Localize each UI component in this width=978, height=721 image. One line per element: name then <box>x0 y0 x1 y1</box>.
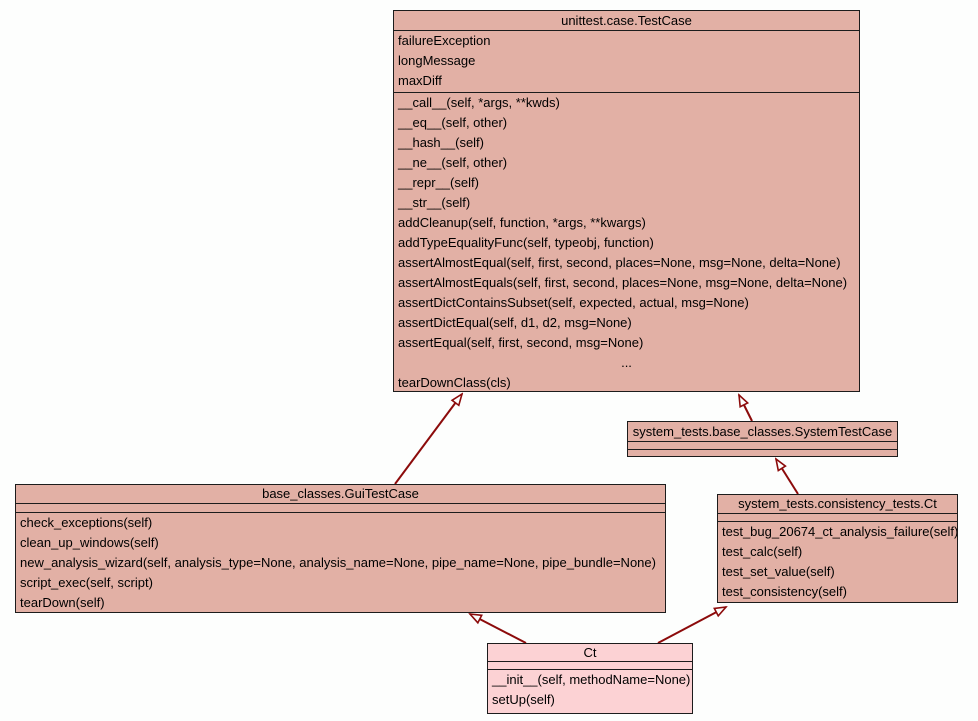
method-item: assertAlmostEquals(self, first, second, … <box>398 275 848 290</box>
method-item: __ne__(self, other) <box>398 155 508 170</box>
class-methods: check_exceptions(self) clean_up_windows(s… <box>16 512 665 612</box>
class-box-systemtestcase: system_tests.base_classes.SystemTestCase <box>627 421 898 457</box>
method-item: ... <box>621 355 632 370</box>
method-item: addTypeEqualityFunc(self, typeobj, funct… <box>398 235 654 250</box>
method-item: test_consistency(self) <box>722 584 847 599</box>
arrow-ctconsistency-to-systemtestcase <box>776 459 799 495</box>
attribute-item: maxDiff <box>398 73 442 88</box>
method-item: test_calc(self) <box>722 544 803 559</box>
class-box-ctconsistency: system_tests.consistency_tests.Ct test_b… <box>717 494 958 603</box>
class-attributes <box>488 661 692 669</box>
method-item: assertDictContainsSubset(self, expected,… <box>398 295 749 310</box>
class-attributes <box>718 513 957 521</box>
class-title: unittest.case.TestCase <box>561 13 692 28</box>
method-item: tearDownClass(cls) <box>398 375 511 390</box>
arrow-ct-to-guitestcase <box>470 614 527 644</box>
class-title: base_classes.GuiTestCase <box>262 486 419 501</box>
method-item: new_analysis_wizard(self, analysis_type=… <box>20 555 656 570</box>
class-methods: test_bug_20674_ct_analysis_failure(self)… <box>718 521 957 602</box>
method-item: __call__(self, *args, **kwds) <box>398 95 560 110</box>
class-attributes <box>16 503 665 512</box>
method-item: setUp(self) <box>492 692 555 707</box>
arrow-systemtestcase-to-testcase <box>739 395 753 422</box>
class-box-unittest-case-testcase: unittest.case.TestCase failureException l… <box>393 10 860 392</box>
method-item: __str__(self) <box>398 195 471 210</box>
method-item: clean_up_windows(self) <box>20 535 159 550</box>
method-item: test_set_value(self) <box>722 564 835 579</box>
class-methods <box>628 449 897 456</box>
class-methods: __init__(self, methodName=None) setUp(sel… <box>488 669 692 713</box>
method-item: check_exceptions(self) <box>20 515 153 530</box>
class-box-ct: Ct __init__(self, methodName=None) setUp(… <box>487 643 693 714</box>
method-item: __hash__(self) <box>398 135 484 150</box>
class-title: system_tests.consistency_tests.Ct <box>738 496 937 511</box>
method-item: assertDictEqual(self, d1, d2, msg=None) <box>398 315 632 330</box>
method-item: __eq__(self, other) <box>398 115 508 130</box>
method-item: assertAlmostEqual(self, first, second, p… <box>398 255 841 270</box>
attribute-item: longMessage <box>398 53 476 68</box>
arrow-guitestcase-to-testcase <box>394 394 462 485</box>
method-item: assertEqual(self, first, second, msg=Non… <box>398 335 644 350</box>
class-title: system_tests.base_classes.SystemTestCase <box>632 424 893 439</box>
method-item: tearDown(self) <box>20 595 105 610</box>
class-attributes <box>628 441 897 449</box>
class-box-guitestcase: base_classes.GuiTestCase check_exception… <box>15 484 666 613</box>
method-item: test_bug_20674_ct_analysis_failure(self) <box>722 524 957 539</box>
method-item: __init__(self, methodName=None) <box>492 672 691 687</box>
method-item: addCleanup(self, function, *args, **kwar… <box>398 215 646 230</box>
arrow-ct-to-ctconsistency <box>657 607 726 644</box>
class-methods: __call__(self, *args, **kwds) __eq__(self… <box>394 92 859 391</box>
class-title: Ct <box>583 645 597 660</box>
method-item: __repr__(self) <box>398 175 479 190</box>
method-item: script_exec(self, script) <box>20 575 153 590</box>
attribute-item: failureException <box>398 33 491 48</box>
class-attributes: failureException longMessage maxDiff <box>394 30 859 92</box>
